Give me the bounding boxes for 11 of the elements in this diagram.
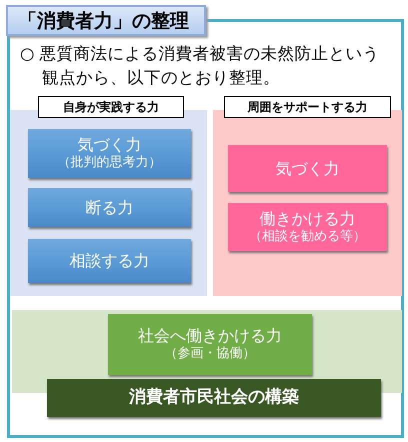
process-box: 断る力	[28, 188, 191, 227]
title-tab: 「消費者力」の整理	[6, 5, 206, 36]
group-heading: 自身が実践する力	[38, 96, 184, 118]
group-heading: 周囲をサポートする力	[224, 96, 391, 118]
process-box: 社会へ働きかける力 （参画・協働）	[108, 314, 312, 375]
process-box: 気づく力	[228, 145, 387, 192]
result-banner: 消費者市民社会の構築	[47, 379, 381, 417]
process-box: 気づく力 （批判的思考力）	[28, 129, 191, 178]
process-box: 働きかける力 （相談を勧める等）	[228, 203, 387, 251]
process-box: 相談する力	[28, 239, 191, 283]
intro-text: ○ 悪質商法による消費者被害の未然防止という観点から、以下のとおり整理。	[20, 43, 381, 89]
